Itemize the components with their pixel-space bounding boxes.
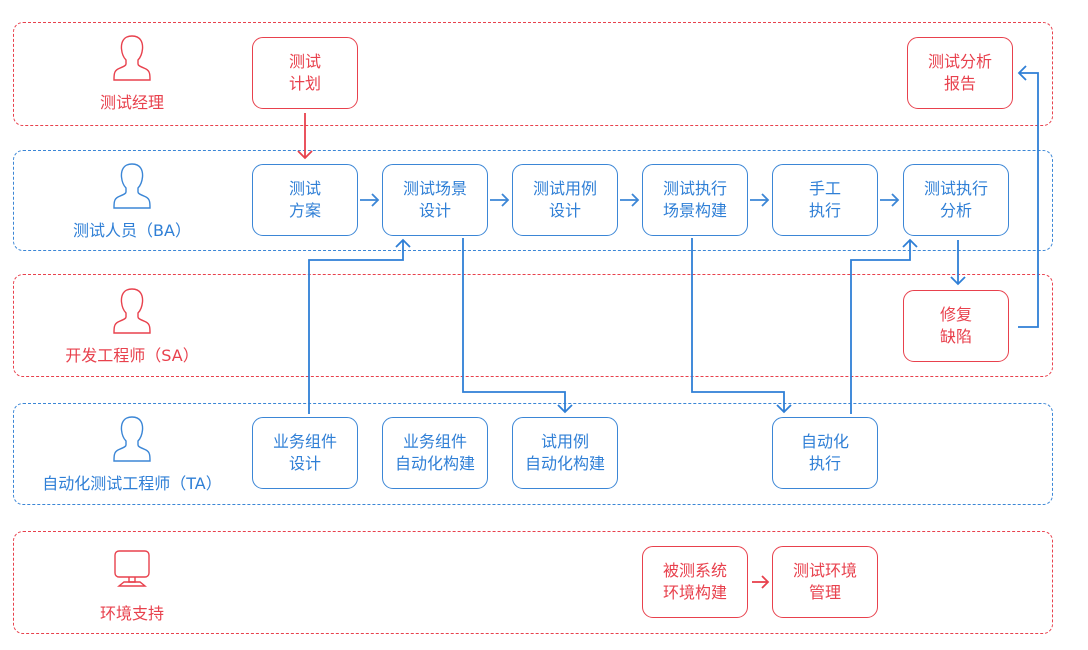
node-component-design[interactable]: 业务组件 设计 bbox=[252, 417, 358, 489]
role-label: 测试人员（BA） bbox=[73, 221, 191, 240]
role-automation: 自动化测试工程师（TA） bbox=[22, 414, 242, 494]
person-icon bbox=[113, 416, 151, 462]
node-label: 场景构建 bbox=[662, 201, 727, 220]
role-developer: 开发工程师（SA） bbox=[42, 286, 222, 366]
node-test-report[interactable]: 测试分析 报告 bbox=[907, 37, 1013, 109]
node-label: 自动化构建 bbox=[524, 454, 605, 473]
node-sut-env-build[interactable]: 被测系统 环境构建 bbox=[642, 546, 748, 618]
role-label: 环境支持 bbox=[99, 604, 164, 623]
node-manual-exec[interactable]: 手工 执行 bbox=[772, 164, 878, 236]
node-label: 方案 bbox=[288, 201, 321, 220]
node-auto-exec[interactable]: 自动化 执行 bbox=[772, 417, 878, 489]
node-label: 设计 bbox=[418, 201, 451, 220]
node-label: 报告 bbox=[943, 74, 976, 93]
lane-environment bbox=[13, 531, 1053, 634]
node-label: 自动化构建 bbox=[394, 454, 475, 473]
lane-test-manager bbox=[13, 22, 1053, 126]
node-test-plan[interactable]: 测试 计划 bbox=[252, 37, 358, 109]
node-label: 测试 bbox=[288, 52, 321, 71]
node-label: 业务组件 bbox=[402, 432, 467, 451]
node-label: 被测系统 bbox=[662, 561, 727, 580]
person-icon bbox=[113, 35, 151, 81]
node-label: 环境构建 bbox=[662, 583, 727, 602]
person-icon bbox=[113, 288, 151, 334]
node-exec-analysis[interactable]: 测试执行 分析 bbox=[903, 164, 1009, 236]
node-label: 修复 bbox=[939, 305, 972, 324]
node-test-scheme[interactable]: 测试 方案 bbox=[252, 164, 358, 236]
node-fix-defect[interactable]: 修复 缺陷 bbox=[903, 290, 1009, 362]
node-label: 设计 bbox=[548, 201, 581, 220]
node-case-design[interactable]: 测试用例 设计 bbox=[512, 164, 618, 236]
role-label: 自动化测试工程师（TA） bbox=[42, 474, 222, 493]
role-test-manager: 测试经理 bbox=[62, 33, 202, 113]
node-label: 试用例 bbox=[540, 432, 589, 451]
node-label: 执行 bbox=[808, 201, 841, 220]
person-icon bbox=[113, 163, 151, 209]
node-label: 管理 bbox=[808, 583, 841, 602]
node-label: 设计 bbox=[288, 454, 321, 473]
node-scenario-design[interactable]: 测试场景 设计 bbox=[382, 164, 488, 236]
node-label: 缺陷 bbox=[939, 327, 972, 346]
monitor-icon bbox=[114, 550, 150, 587]
node-label: 自动化 bbox=[800, 432, 849, 451]
node-label: 测试分析 bbox=[927, 52, 992, 71]
role-tester: 测试人员（BA） bbox=[47, 161, 217, 241]
role-environment: 环境支持 bbox=[82, 548, 182, 624]
node-case-auto-build[interactable]: 试用例 自动化构建 bbox=[512, 417, 618, 489]
node-label: 测试用例 bbox=[532, 179, 597, 198]
node-label: 测试 bbox=[288, 179, 321, 198]
node-label: 测试执行 bbox=[923, 179, 988, 198]
node-label: 测试执行 bbox=[662, 179, 727, 198]
node-label: 分析 bbox=[939, 201, 972, 220]
node-label: 测试场景 bbox=[402, 179, 467, 198]
node-label: 执行 bbox=[808, 454, 841, 473]
node-label: 测试环境 bbox=[792, 561, 857, 580]
role-label: 开发工程师（SA） bbox=[65, 346, 199, 365]
node-label: 手工 bbox=[808, 179, 841, 198]
node-test-env-mgmt[interactable]: 测试环境 管理 bbox=[772, 546, 878, 618]
node-label: 业务组件 bbox=[272, 432, 337, 451]
node-component-auto-build[interactable]: 业务组件 自动化构建 bbox=[382, 417, 488, 489]
node-exec-scenario-build[interactable]: 测试执行 场景构建 bbox=[642, 164, 748, 236]
role-label: 测试经理 bbox=[99, 93, 164, 112]
node-label: 计划 bbox=[288, 74, 321, 93]
